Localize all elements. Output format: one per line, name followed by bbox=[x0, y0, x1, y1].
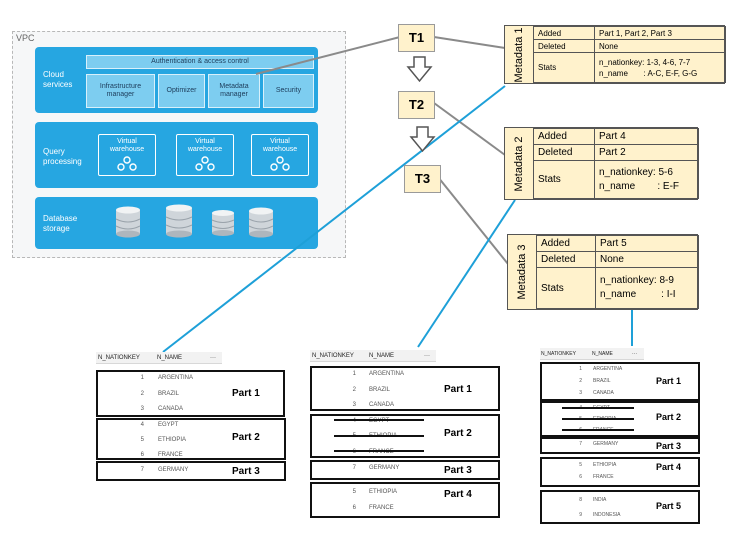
table3-part4-box bbox=[540, 457, 700, 487]
table3-part3-box bbox=[540, 437, 700, 454]
t1-metadata-connector bbox=[433, 36, 506, 49]
auth-access-control: Authentication & access control bbox=[86, 55, 314, 69]
database-icon bbox=[115, 206, 141, 238]
metadata-3-deleted-label: Deleted bbox=[536, 251, 596, 268]
table2-header bbox=[310, 350, 436, 362]
t2-metadata-connector bbox=[433, 102, 506, 156]
table2-part1-box bbox=[310, 366, 500, 411]
t3-metadata-connector bbox=[437, 176, 509, 265]
warehouse-cluster-icon bbox=[270, 156, 290, 171]
table3-part5-box bbox=[540, 490, 700, 524]
table1-col-name: N_NAME bbox=[157, 355, 183, 361]
table2-part4-label: Part 4 bbox=[444, 489, 472, 500]
optimizer: Optimizer bbox=[158, 74, 205, 108]
table3-part5-label: Part 5 bbox=[656, 501, 682, 511]
table3-part1-label: Part 1 bbox=[656, 376, 682, 386]
table2-part3-box bbox=[310, 460, 500, 480]
table2-col-more: ··· bbox=[424, 353, 430, 359]
deleted-row-strike bbox=[562, 429, 634, 431]
timeline-t2: T2 bbox=[398, 91, 435, 119]
table2-part2-label: Part 2 bbox=[444, 428, 472, 439]
table2-part4-box bbox=[310, 482, 500, 518]
table3-col-key: N_NATIONKEY bbox=[541, 351, 576, 357]
table1-part1-box bbox=[96, 370, 285, 417]
table1-part2-label: Part 2 bbox=[232, 432, 260, 443]
down-arrow-icon bbox=[409, 126, 436, 153]
table1-header bbox=[96, 352, 222, 364]
table3-col-name: N_NAME bbox=[592, 351, 613, 357]
table2-part1-label: Part 1 bbox=[444, 384, 472, 395]
warehouse-cluster-icon bbox=[117, 156, 137, 171]
table1-col-key: N_NATIONKEY bbox=[98, 355, 140, 361]
metadata2-table-connector bbox=[417, 199, 516, 348]
table3-part3-label: Part 3 bbox=[656, 441, 682, 451]
table3-part2-label: Part 2 bbox=[656, 412, 682, 422]
metadata-2-deleted-label: Deleted bbox=[533, 144, 595, 161]
deleted-row-strike bbox=[334, 450, 424, 452]
database-icon bbox=[248, 207, 274, 238]
metadata-2-deleted-value: Part 2 bbox=[594, 144, 699, 161]
metadata-manager-connector bbox=[255, 36, 401, 75]
metadata-3-deleted-value: None bbox=[595, 251, 699, 268]
metadata-2-stats-label: Stats bbox=[533, 160, 595, 199]
table1-part1-label: Part 1 bbox=[232, 388, 260, 399]
table1-col-more: ··· bbox=[210, 355, 216, 361]
metadata1-table-connector bbox=[162, 85, 506, 353]
table1-part2-box bbox=[96, 418, 286, 460]
security: Security bbox=[263, 74, 314, 108]
metadata-3-added-value: Part 5 bbox=[595, 235, 699, 252]
table3-header bbox=[540, 348, 644, 360]
vpc-label: VPC bbox=[16, 33, 35, 43]
deleted-row-strike bbox=[562, 407, 634, 409]
metadata-2-added-label: Added bbox=[533, 128, 595, 145]
deleted-row-strike bbox=[334, 435, 424, 437]
table3-col-more: ··· bbox=[632, 351, 637, 357]
metadata-1-deleted-value: None bbox=[594, 39, 726, 53]
deleted-row-strike bbox=[334, 419, 424, 421]
table2-part2-box bbox=[310, 414, 500, 458]
timeline-t3: T3 bbox=[404, 165, 441, 193]
table3-part4-label: Part 4 bbox=[656, 462, 682, 472]
deleted-row-strike bbox=[562, 418, 634, 420]
table1-part3-box bbox=[96, 461, 286, 481]
metadata-1-stats-label: Stats bbox=[533, 52, 595, 83]
metadata-1-title: Metadata 1 bbox=[505, 26, 534, 83]
metadata-2-added-value: Part 4 bbox=[594, 128, 699, 145]
metadata-3-stats-label: Stats bbox=[536, 267, 596, 309]
metadata-1-added-label: Added bbox=[533, 26, 595, 40]
table1-part3-label: Part 3 bbox=[232, 466, 260, 477]
metadata-1-added-value: Part 1, Part 2, Part 3 bbox=[594, 26, 726, 40]
down-arrow-icon bbox=[406, 56, 433, 83]
table3-part2-box bbox=[540, 401, 700, 437]
timeline-t1: T1 bbox=[398, 24, 435, 52]
database-icon bbox=[211, 210, 235, 236]
metadata-1-deleted-label: Deleted bbox=[533, 39, 595, 53]
metadata-3-added-label: Added bbox=[536, 235, 596, 252]
metadata-2-title: Metadata 2 bbox=[505, 128, 534, 199]
database-icon bbox=[165, 204, 193, 238]
table3-part1-box bbox=[540, 362, 700, 401]
table2-part3-label: Part 3 bbox=[444, 465, 472, 476]
metadata-3-title: Metadata 3 bbox=[508, 235, 537, 309]
table2-col-key: N_NATIONKEY bbox=[312, 353, 354, 359]
warehouse-cluster-icon bbox=[195, 156, 215, 171]
table2-col-name: N_NAME bbox=[369, 353, 395, 359]
